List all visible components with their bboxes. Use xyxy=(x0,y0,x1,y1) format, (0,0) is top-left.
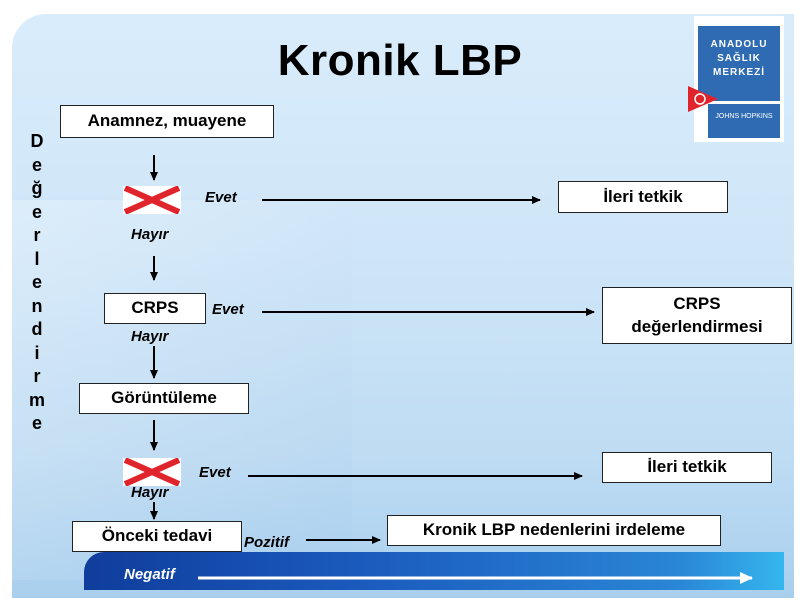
slide-title: Kronik LBP xyxy=(277,36,523,85)
node-kronik-irdeleme: Kronik LBP nedenlerini irdeleme xyxy=(387,515,721,546)
side-label-letter: D xyxy=(30,131,44,151)
side-label-letter: d xyxy=(31,319,43,339)
logo-line: SAĞLIK xyxy=(717,53,761,64)
logo-text-block: ANADOLU SAĞLIK MERKEZİ xyxy=(698,26,780,101)
side-label-letter: r xyxy=(33,225,41,245)
label-pozitif: Pozitif xyxy=(244,534,289,551)
side-label-letter: i xyxy=(34,342,40,363)
x-mark-icon xyxy=(123,186,181,214)
side-label-letter: e xyxy=(31,413,42,433)
node-crps-degerlendirmesi: CRPS değerlendirmesi xyxy=(602,287,792,344)
label-evet-1: Evet xyxy=(205,189,237,206)
side-label-letter: e xyxy=(31,154,42,175)
label-hayir-2: Hayır xyxy=(131,328,169,345)
side-label-letter: l xyxy=(34,248,40,269)
side-label-letter: e xyxy=(31,272,42,292)
node-goruntuleme: Görüntüleme xyxy=(79,383,249,414)
node-ileri-tetkik-2: İleri tetkik xyxy=(602,452,772,483)
node-crps-degerlendirmesi-line1: CRPS xyxy=(673,294,721,314)
logo-affiliation-text: JOHNS HOPKINS xyxy=(715,113,773,120)
node-onceki-tedavi: Önceki tedavi xyxy=(72,521,242,552)
side-label-letter: n xyxy=(31,295,43,316)
logo-line: MERKEZİ xyxy=(713,67,765,78)
logo: ANADOLU SAĞLIK MERKEZİ JOHNS HOPKINS xyxy=(688,16,784,142)
side-label-vertical: D e ğ e r l e n d i r m e xyxy=(26,130,48,436)
label-hayir-1: Hayır xyxy=(131,226,169,243)
logo-affiliation: JOHNS HOPKINS xyxy=(708,104,780,138)
side-label-letter: r xyxy=(33,366,41,386)
node-ileri-tetkik-1: İleri tetkik xyxy=(558,181,728,213)
label-evet-2: Evet xyxy=(212,301,244,318)
label-evet-3: Evet xyxy=(199,464,231,481)
label-hayir-3: Hayır xyxy=(131,484,169,501)
node-anamnez: Anamnez, muayene xyxy=(60,105,274,138)
x-mark-icon xyxy=(123,458,181,486)
label-negatif: Negatif xyxy=(124,566,175,583)
side-label-letter: e xyxy=(31,201,42,222)
side-label-letter: ğ xyxy=(31,178,43,198)
logo-flag-icon xyxy=(688,86,718,112)
side-label-letter: m xyxy=(28,389,45,410)
node-crps: CRPS xyxy=(104,293,206,324)
logo-line: ANADOLU xyxy=(710,39,768,50)
bottom-negative-bar xyxy=(84,552,784,590)
node-crps-degerlendirmesi-line2: değerlendirmesi xyxy=(631,316,763,336)
